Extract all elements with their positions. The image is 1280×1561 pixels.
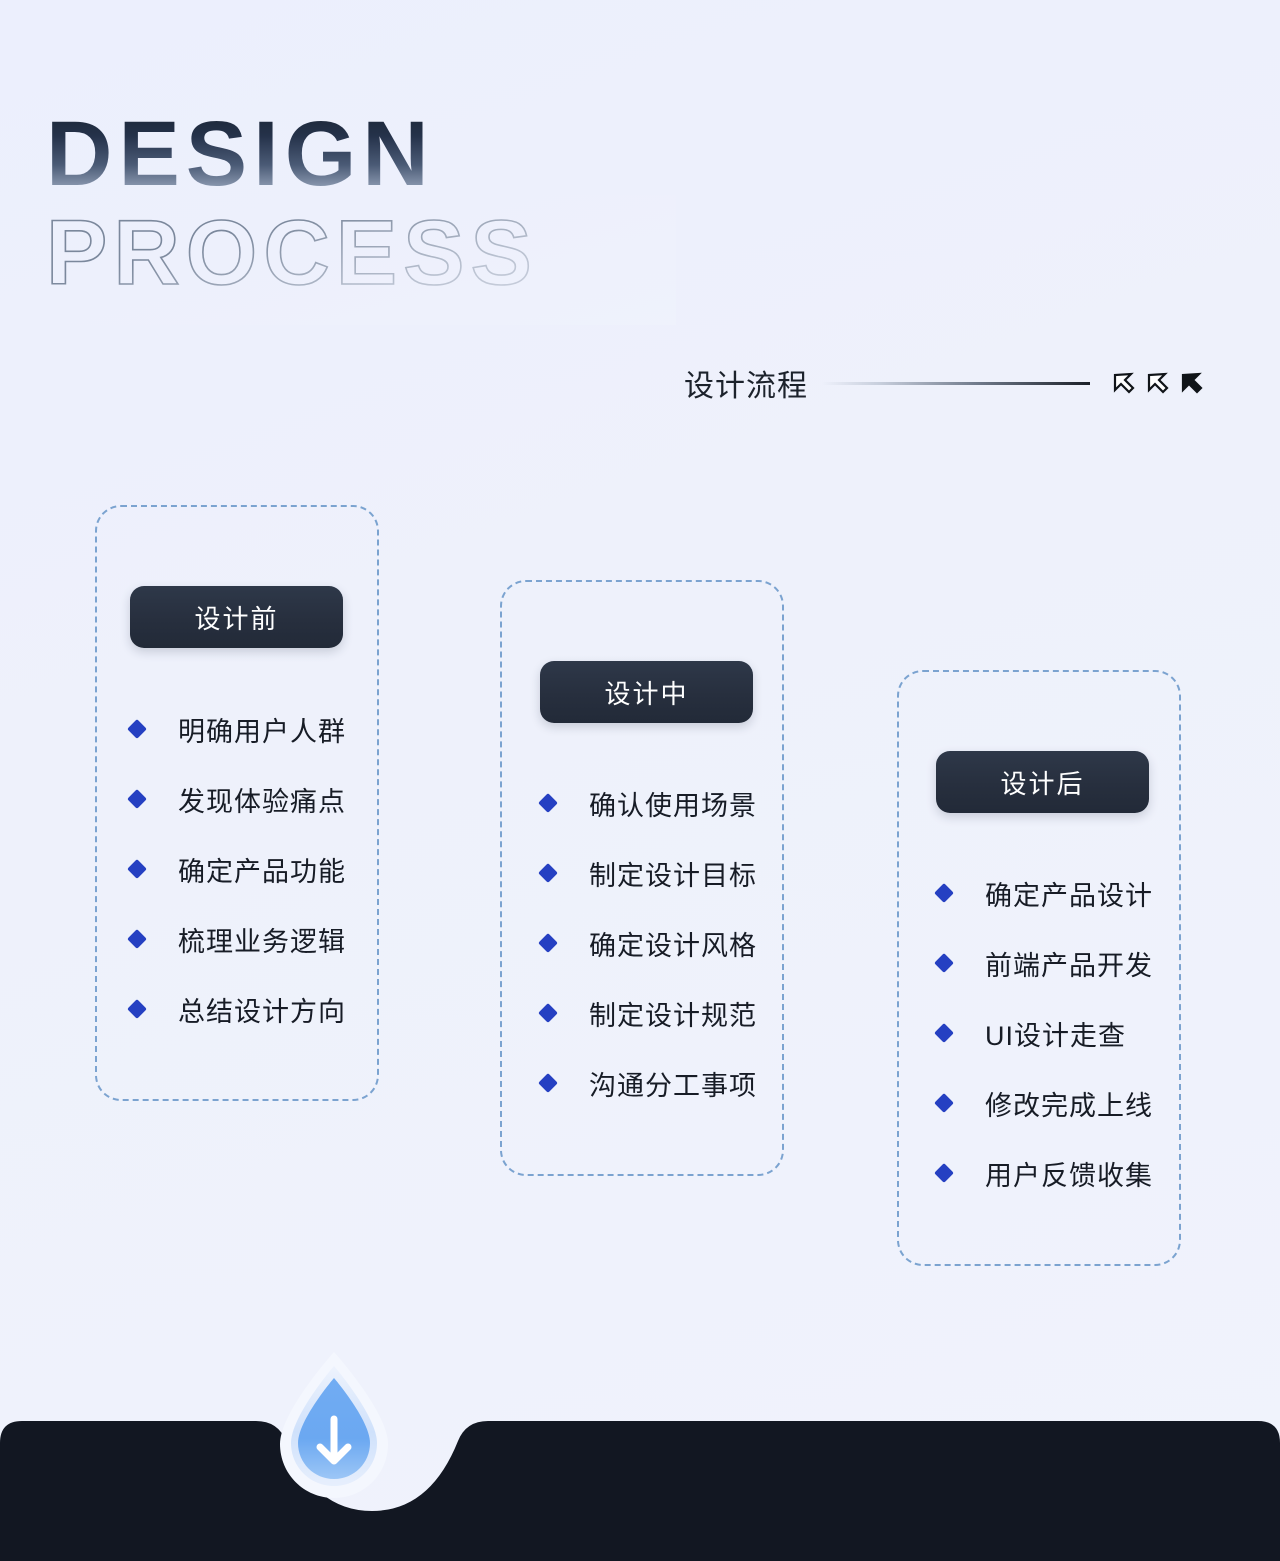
- diamond-bullet-icon: [538, 933, 558, 953]
- list-item-label: 沟通分工事项: [589, 1070, 757, 1101]
- list-item[interactable]: 确定产品设计: [934, 858, 1153, 928]
- gradient-divider-line: [822, 381, 1090, 385]
- stage-card-2[interactable]: [500, 580, 784, 1176]
- list-item-label: 明确用户人群: [178, 716, 346, 747]
- diamond-bullet-icon: [934, 1093, 954, 1113]
- list-item[interactable]: 修改完成上线: [934, 1068, 1153, 1138]
- arrow-icon-group: [1110, 368, 1204, 398]
- list-item[interactable]: 总结设计方向: [127, 974, 346, 1044]
- diamond-bullet-icon: [538, 1073, 558, 1093]
- list-item-label: 确认使用场景: [589, 790, 757, 821]
- bottom-wave-shape: [0, 1361, 1280, 1561]
- list-item[interactable]: 确定产品功能: [127, 834, 346, 904]
- diamond-bullet-icon: [127, 929, 147, 949]
- page-subtitle-outline: PROCESS: [45, 201, 538, 304]
- list-item[interactable]: 梳理业务逻辑: [127, 904, 346, 974]
- stage-badge-3[interactable]: 设计后: [936, 751, 1149, 813]
- title-block: DESIGN PROCESS: [36, 108, 746, 325]
- list-item-label: 确定设计风格: [589, 930, 757, 961]
- list-item-label: 前端产品开发: [985, 950, 1153, 981]
- diamond-bullet-icon: [934, 883, 954, 903]
- diamond-bullet-icon: [934, 1023, 954, 1043]
- water-drop-arrow-down-icon[interactable]: [276, 1350, 392, 1502]
- stage-item-list-3: 确定产品设计 前端产品开发 UI设计走查 修改完成上线 用户反馈收集: [934, 858, 1153, 1208]
- list-item-label: 发现体验痛点: [178, 786, 346, 817]
- list-item-label: 确定产品功能: [178, 856, 346, 887]
- stage-card-3[interactable]: [897, 670, 1181, 1266]
- arrow-down-right-outline-icon: [1144, 368, 1170, 398]
- list-item[interactable]: UI设计走查: [934, 998, 1153, 1068]
- list-item[interactable]: 明确用户人群: [127, 694, 346, 764]
- section-subtitle-row: 设计流程: [684, 362, 1204, 404]
- list-item-label: 梳理业务逻辑: [178, 926, 346, 957]
- list-item-label: UI设计走查: [985, 1020, 1126, 1051]
- arrow-down-right-filled-icon: [1178, 368, 1204, 398]
- list-item-label: 确定产品设计: [985, 880, 1153, 911]
- section-subtitle-label: 设计流程: [684, 370, 808, 403]
- diamond-bullet-icon: [538, 1003, 558, 1023]
- list-item[interactable]: 制定设计目标: [538, 838, 757, 908]
- list-item-label: 制定设计规范: [589, 1000, 757, 1031]
- stage-badge-label: 设计中: [604, 678, 689, 709]
- list-item[interactable]: 发现体验痛点: [127, 764, 346, 834]
- stage-badge-1[interactable]: 设计前: [130, 586, 343, 648]
- list-item-label: 制定设计目标: [589, 860, 757, 891]
- list-item[interactable]: 制定设计规范: [538, 978, 757, 1048]
- diamond-bullet-icon: [127, 999, 147, 1019]
- list-item-label: 总结设计方向: [178, 996, 346, 1027]
- stage-badge-label: 设计后: [1000, 768, 1085, 799]
- stage-card-1[interactable]: [95, 505, 379, 1101]
- diamond-bullet-icon: [127, 789, 147, 809]
- diamond-bullet-icon: [538, 793, 558, 813]
- list-item-label: 用户反馈收集: [985, 1160, 1153, 1191]
- stage-badge-2[interactable]: 设计中: [540, 661, 753, 723]
- stage-item-list-1: 明确用户人群 发现体验痛点 确定产品功能 梳理业务逻辑 总结设计方向: [127, 694, 346, 1044]
- list-item-label: 修改完成上线: [985, 1090, 1153, 1121]
- stage-item-list-2: 确认使用场景 制定设计目标 确定设计风格 制定设计规范 沟通分工事项: [538, 768, 757, 1118]
- diamond-bullet-icon: [934, 1163, 954, 1183]
- diamond-bullet-icon: [127, 719, 147, 739]
- list-item[interactable]: 确认使用场景: [538, 768, 757, 838]
- arrow-down-right-outline-icon: [1110, 368, 1136, 398]
- page-subtitle-outline-wrap: PROCESS: [36, 194, 746, 325]
- list-item[interactable]: 确定设计风格: [538, 908, 757, 978]
- diamond-bullet-icon: [934, 953, 954, 973]
- diamond-bullet-icon: [127, 859, 147, 879]
- diamond-bullet-icon: [538, 863, 558, 883]
- list-item[interactable]: 前端产品开发: [934, 928, 1153, 998]
- stage-badge-label: 设计前: [194, 603, 279, 634]
- list-item[interactable]: 用户反馈收集: [934, 1138, 1153, 1208]
- page-title: DESIGN: [46, 108, 746, 200]
- list-item[interactable]: 沟通分工事项: [538, 1048, 757, 1118]
